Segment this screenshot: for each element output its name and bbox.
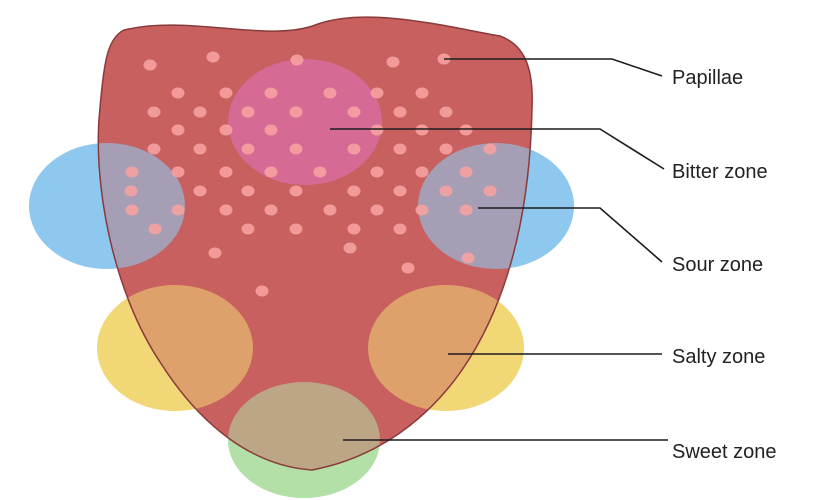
papilla-dot [371, 88, 384, 99]
salty-zone-left [97, 285, 253, 411]
sweet-zone-label: Sweet zone [672, 441, 777, 463]
papilla-dot [324, 205, 337, 216]
papilla-dot [242, 107, 255, 118]
papilla-dot [460, 205, 473, 216]
bitter-zone [228, 59, 382, 185]
papilla-dot [314, 167, 327, 178]
papilla-dot [416, 167, 429, 178]
papilla-dot [394, 224, 407, 235]
papilla-dot [290, 186, 303, 197]
papilla-dot [290, 224, 303, 235]
papilla-dot [220, 88, 233, 99]
papilla-dot [265, 125, 278, 136]
papilla-dot [371, 167, 384, 178]
papilla-dot [371, 205, 384, 216]
papilla-dot [290, 144, 303, 155]
papilla-dot [209, 248, 222, 259]
papilla-dot [172, 205, 185, 216]
papilla-dot [324, 88, 337, 99]
salty-zone-label: Salty zone [672, 346, 765, 368]
papilla-dot [440, 186, 453, 197]
papilla-dot [125, 186, 138, 197]
labels: Papillae Bitter zone Sour zone Salty zon… [672, 67, 777, 463]
papilla-dot [387, 57, 400, 68]
papilla-dot [148, 144, 161, 155]
papilla-dot [416, 125, 429, 136]
sour-zone-right [418, 143, 574, 269]
papilla-dot [148, 107, 161, 118]
papilla-dot [348, 224, 361, 235]
papilla-dot [484, 144, 497, 155]
papilla-dot [394, 144, 407, 155]
papilla-dot [220, 125, 233, 136]
papilla-dot [394, 186, 407, 197]
papilla-dot [265, 205, 278, 216]
sour-zone-label: Sour zone [672, 254, 763, 276]
papilla-dot [290, 107, 303, 118]
papilla-dot [144, 60, 157, 71]
papilla-dot [265, 88, 278, 99]
papilla-dot [394, 107, 407, 118]
papilla-dot [172, 88, 185, 99]
papilla-dot [242, 224, 255, 235]
papilla-dot [348, 186, 361, 197]
papilla-dot [172, 125, 185, 136]
papilla-dot [348, 144, 361, 155]
papilla-dot [256, 286, 269, 297]
papilla-dot [462, 253, 475, 264]
papilla-dot [126, 205, 139, 216]
papilla-dot [291, 55, 304, 66]
papilla-dot [194, 186, 207, 197]
papilla-dot [440, 107, 453, 118]
papilla-dot [149, 224, 162, 235]
papilla-dot [242, 144, 255, 155]
sour-zone-left [29, 143, 185, 269]
papilla-dot [416, 88, 429, 99]
papilla-dot [220, 167, 233, 178]
papilla-dot [126, 167, 139, 178]
papilla-dot [194, 107, 207, 118]
papilla-dot [460, 125, 473, 136]
papilla-dot [207, 52, 220, 63]
papilla-dot [172, 167, 185, 178]
papilla-dot [371, 125, 384, 136]
papilla-dot [220, 205, 233, 216]
papilla-dot [416, 205, 429, 216]
papilla-dot [344, 243, 357, 254]
papilla-dot [484, 186, 497, 197]
bitter-zone-label: Bitter zone [672, 161, 768, 183]
papilla-dot [194, 144, 207, 155]
papilla-dot [402, 263, 415, 274]
papilla-dot [348, 107, 361, 118]
papilla-dot [440, 144, 453, 155]
papilla-dot [242, 186, 255, 197]
papillae-label: Papillae [672, 67, 743, 89]
salty-zone-right [368, 285, 524, 411]
papilla-dot [460, 167, 473, 178]
papilla-dot [265, 167, 278, 178]
